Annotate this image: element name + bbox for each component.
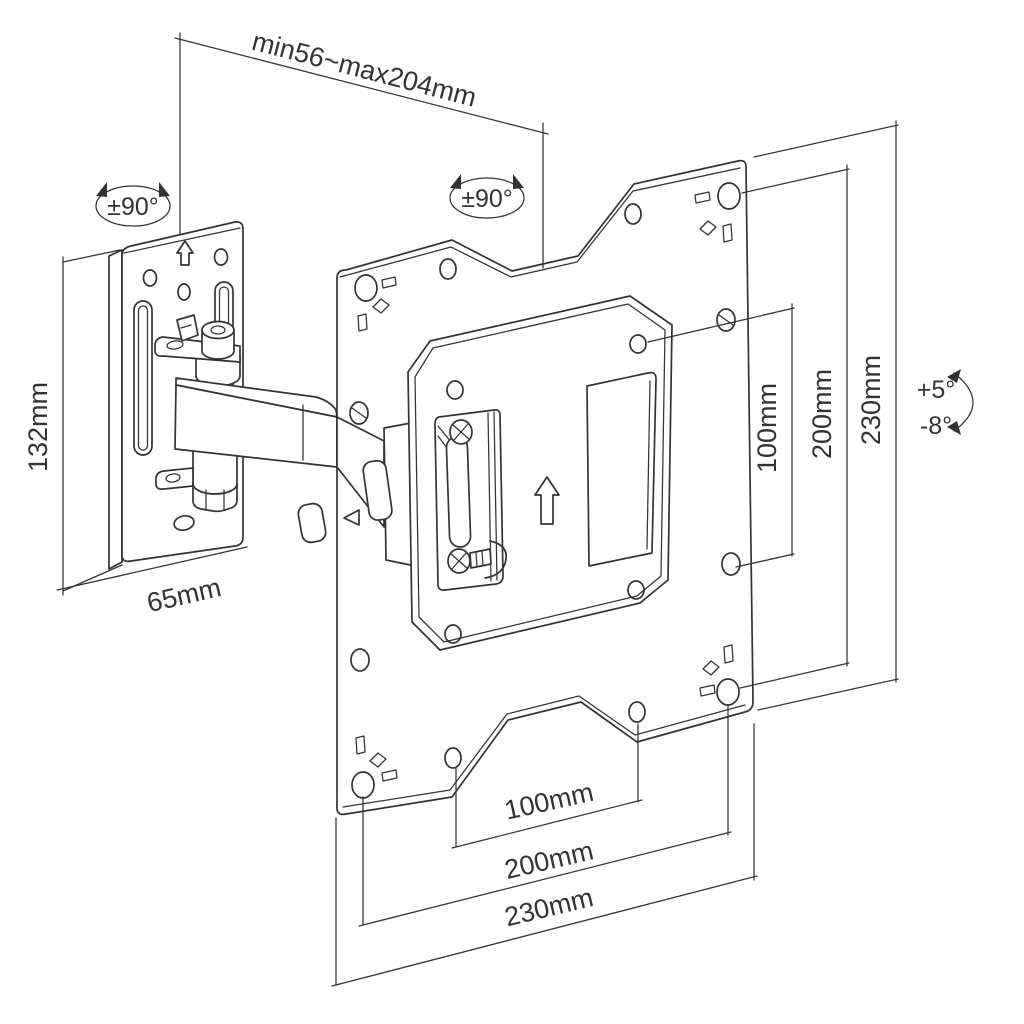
vesa-100-hole <box>627 580 645 600</box>
wing-screw <box>176 314 199 342</box>
wall-plate-hole <box>177 283 191 301</box>
extension-line <box>741 168 850 194</box>
mount-hole-200 <box>354 274 378 302</box>
mount-hole-200 <box>717 182 741 210</box>
extension-line <box>62 249 121 263</box>
extension-line <box>739 662 850 689</box>
adapter-plate-inner-line <box>414 303 666 643</box>
tilt-arrow-icon <box>947 369 974 435</box>
dim-label-right-200: 200mm <box>807 369 837 459</box>
adapter-cutout-inner <box>646 380 651 550</box>
vesa-plate-top-edge-line <box>339 167 741 278</box>
corner-slot-cluster <box>694 191 733 243</box>
swivel-rotation-icon <box>95 182 171 227</box>
lock-screw-shaft <box>469 548 492 569</box>
hook-tab <box>362 459 393 521</box>
extension-line <box>757 678 899 711</box>
dim-label-right-230: 230mm <box>856 355 886 445</box>
mount-hole <box>350 648 370 672</box>
mount-hole <box>444 747 462 769</box>
hook-tab <box>297 502 327 544</box>
dim-label-bottom-100: 100mm <box>502 777 596 826</box>
dim-label-swivel-plate: ±90° <box>461 185 513 213</box>
extension-line <box>753 124 899 158</box>
dimension-line-bottom-230 <box>331 875 758 987</box>
vesa-100-hole <box>629 334 647 354</box>
dim-label-wall-height: 132mm <box>23 382 53 472</box>
wall-plate-side-face <box>108 249 123 570</box>
dim-label-tilt-down: -8° <box>920 412 952 440</box>
swivel-rotation-icon <box>449 174 525 219</box>
mount-hole <box>624 203 642 225</box>
hook-marker-icon <box>343 509 360 526</box>
corner-slot-cluster <box>357 276 397 332</box>
lower-hinge-tab <box>155 467 194 490</box>
dim-label-wall-width: 65mm <box>144 572 224 618</box>
wall-plate-hole <box>142 269 158 287</box>
corner-slot-cluster <box>699 644 734 697</box>
mount-hole-200 <box>716 678 740 706</box>
up-arrow-icon <box>534 476 560 525</box>
hinge-bolt-head <box>201 320 235 340</box>
upper-hinge-slot <box>166 340 184 350</box>
vesa-plate-bottom-edge-line <box>342 695 746 808</box>
extension-line <box>735 553 795 568</box>
hinge-bolt-socket <box>210 325 226 335</box>
wall-plate-hole <box>213 248 229 266</box>
adapter-cutout <box>586 371 657 567</box>
phillips-screw-icon <box>447 548 471 574</box>
dimension-line-bottom-200 <box>358 831 732 927</box>
lower-hinge-slot <box>165 473 181 483</box>
mount-hole <box>628 701 646 723</box>
hex-nut-facets <box>205 489 225 511</box>
dimension-line-bottom-100 <box>451 799 643 849</box>
mount-hole-200 <box>351 771 375 799</box>
slotted-screw-icon <box>349 401 369 425</box>
lock-mechanism <box>434 409 508 591</box>
dim-label-right-100: 100mm <box>752 383 782 473</box>
mount-hole <box>721 552 741 576</box>
phillips-screw-icon <box>449 419 473 445</box>
mount-hole <box>439 258 457 280</box>
lock-recess <box>434 409 504 591</box>
dimension-line-arm-extension <box>174 37 549 135</box>
corner-slot-cluster <box>355 735 398 782</box>
lock-screw-thread <box>475 550 484 568</box>
wall-plate-slot-inner <box>137 305 149 451</box>
wall-plate-edge-line <box>123 227 241 254</box>
lock-bar <box>445 436 472 548</box>
dim-label-tilt-up: +5° <box>917 376 956 404</box>
wall-plate-hole <box>173 514 195 532</box>
up-arrow-icon <box>176 240 194 266</box>
lock-strap <box>484 540 508 579</box>
arm-top-face <box>175 377 338 418</box>
dim-label-arm-extension: min56~max204mm <box>249 26 480 113</box>
dim-label-bottom-230: 230mm <box>502 882 597 932</box>
dim-label-swivel-wall: ±90° <box>107 193 159 221</box>
vesa-100-hole <box>444 624 462 644</box>
wall-plate-slot <box>133 300 153 456</box>
dimension-line-wall-width <box>56 546 248 591</box>
vesa-plate-outline <box>336 159 754 816</box>
hex-nut <box>192 483 238 513</box>
slotted-screw-icon <box>716 308 736 332</box>
wing-screw-slot <box>180 324 192 329</box>
vesa-100-hole <box>446 380 464 400</box>
extension-line <box>647 307 795 343</box>
